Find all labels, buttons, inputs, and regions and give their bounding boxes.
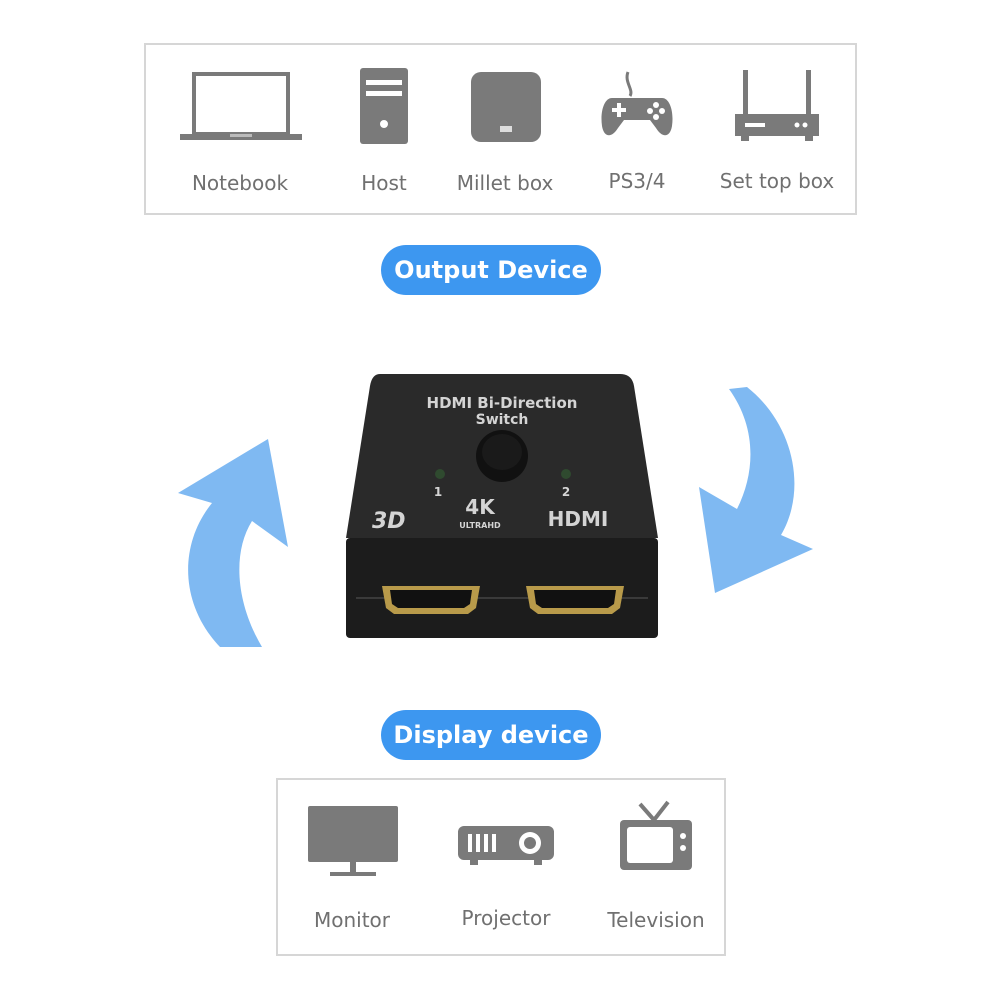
hdmi-port-1 bbox=[382, 586, 480, 614]
badge-4k: 4K bbox=[465, 495, 496, 519]
badge-hdmi: HDMI bbox=[548, 507, 609, 531]
device-label-television: Television bbox=[607, 908, 705, 932]
switch-title: HDMI Bi-Direction bbox=[427, 394, 578, 412]
device-label-set-top-box: Set top box bbox=[719, 169, 835, 193]
projector-icon bbox=[458, 826, 554, 865]
switch-subtitle: Switch bbox=[476, 412, 529, 428]
device-label-notebook: Notebook bbox=[191, 171, 289, 195]
led-port-2 bbox=[561, 469, 571, 479]
tv-icon bbox=[620, 800, 692, 870]
device-label-ps3-4: PS3/4 bbox=[608, 169, 666, 193]
arrow-up-icon bbox=[178, 439, 288, 647]
tv-box-icon bbox=[471, 72, 541, 142]
hdmi-switch-device: HDMI Bi-Direction Switch 1 2 3D 4K ULTRA… bbox=[346, 374, 658, 638]
arrow-down-icon bbox=[699, 387, 813, 593]
device-label-millet-box: Millet box bbox=[456, 171, 554, 195]
device-label-projector: Projector bbox=[461, 906, 551, 930]
badge-3d: 3D bbox=[372, 509, 406, 534]
display-device-badge: Display device bbox=[381, 710, 601, 760]
badge-ultrahd: ULTRAHD bbox=[459, 521, 501, 530]
led-port-1 bbox=[435, 469, 445, 479]
gamepad-icon bbox=[601, 71, 673, 136]
port-label-2: 2 bbox=[562, 485, 570, 499]
port-label-1: 1 bbox=[434, 485, 442, 499]
output-device-badge: Output Device bbox=[381, 245, 601, 295]
device-label-host: Host bbox=[361, 171, 407, 195]
device-label-monitor: Monitor bbox=[313, 908, 391, 932]
desktop-tower-icon bbox=[360, 68, 408, 144]
router-icon bbox=[735, 70, 819, 141]
laptop-icon bbox=[180, 72, 302, 140]
monitor-icon bbox=[308, 806, 398, 876]
hdmi-port-2 bbox=[526, 586, 624, 614]
